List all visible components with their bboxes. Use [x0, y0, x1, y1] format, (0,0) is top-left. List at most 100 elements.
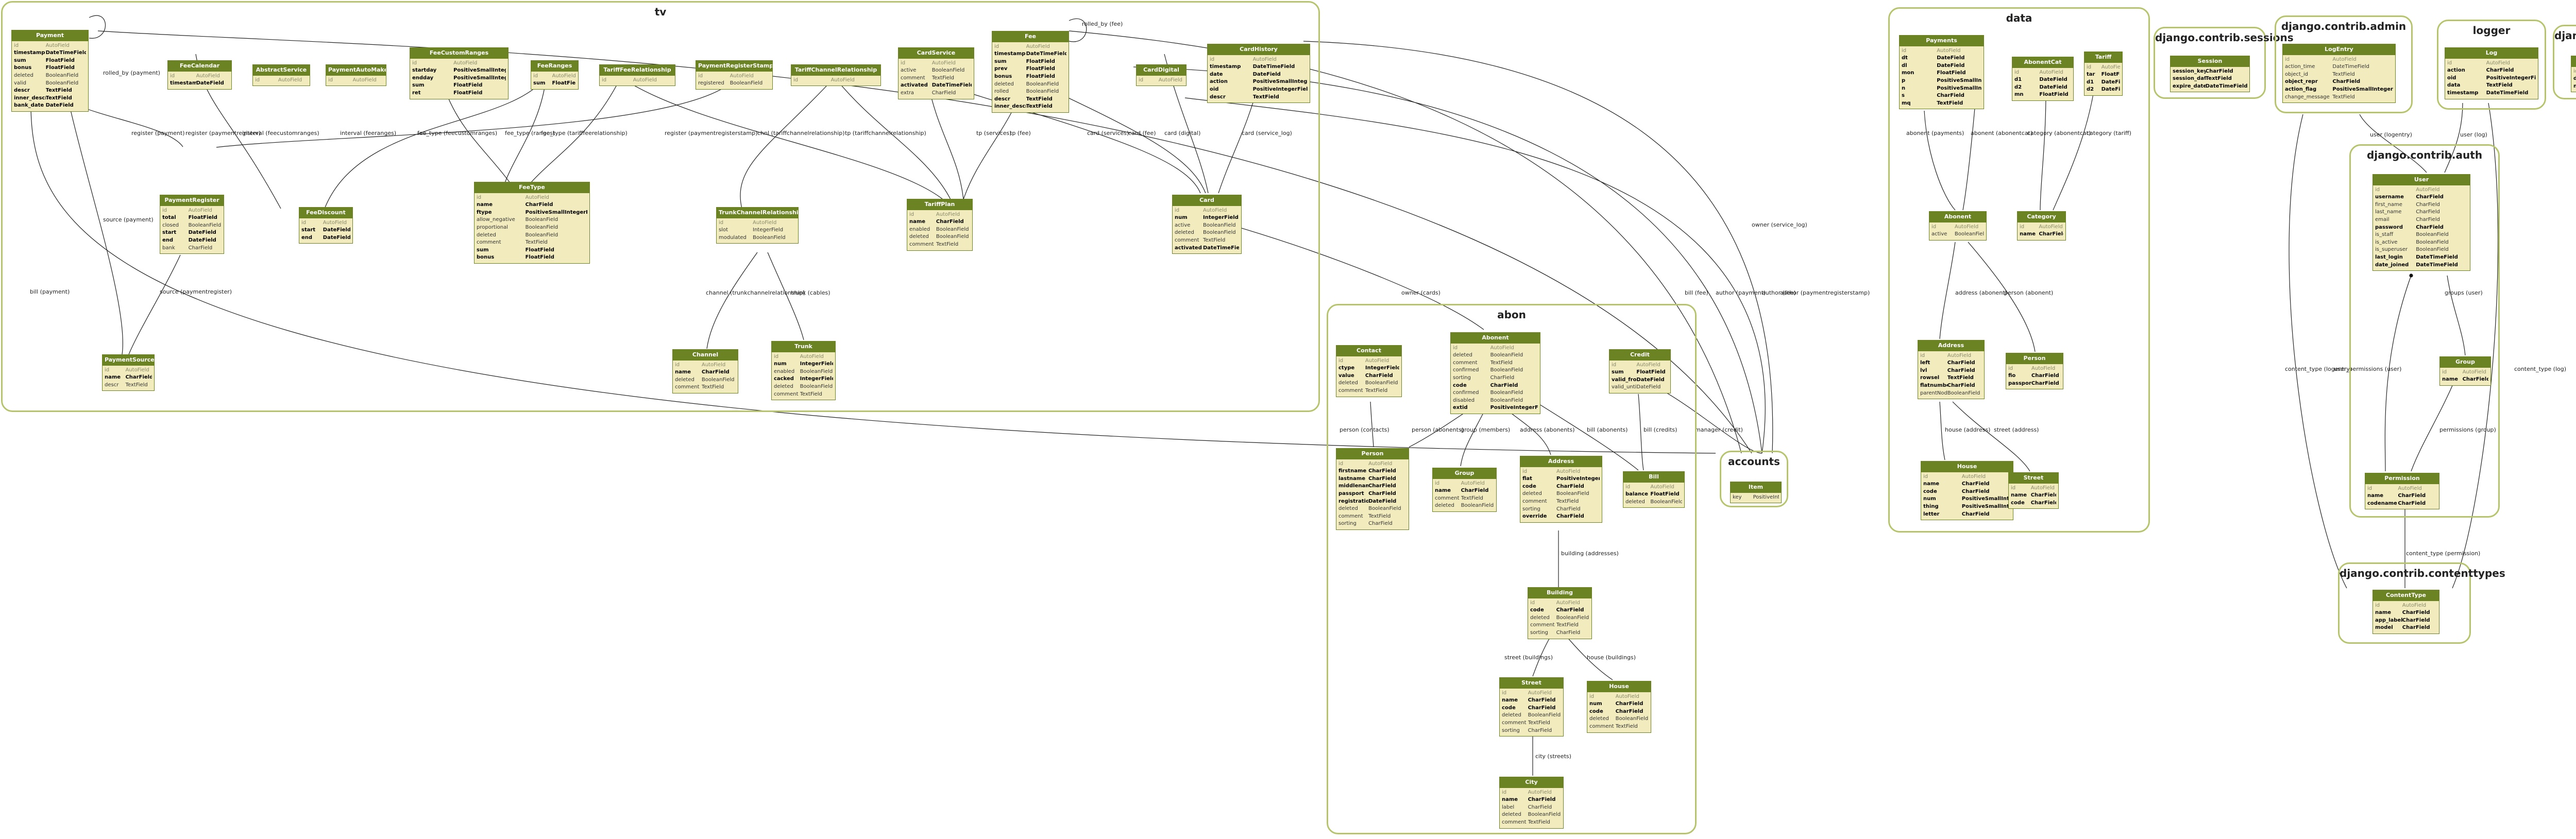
field-type: BooleanField — [1490, 397, 1523, 403]
field-type: AutoField — [1528, 789, 1552, 795]
field-name: modulated — [719, 234, 747, 241]
edge-label: bill (fee) — [1685, 289, 1708, 296]
field-type: FloatField — [188, 215, 217, 221]
field-type: CharField — [188, 245, 213, 251]
field-type: DateField — [1937, 62, 1965, 69]
field-name: sum — [412, 82, 425, 89]
field-type: AutoField — [1961, 473, 1986, 480]
field-name: id — [1902, 47, 1907, 54]
field-name: active — [901, 67, 917, 74]
model-title: Person — [2006, 353, 2063, 364]
field-type: BooleanField — [800, 383, 833, 389]
field-type: BooleanField — [525, 232, 558, 238]
field-name: descr — [14, 88, 30, 94]
field-name: comment — [675, 384, 700, 390]
field-name: num — [774, 361, 787, 367]
field-type: DateField — [1636, 384, 1661, 390]
field-type: BooleanField — [1461, 503, 1494, 509]
field-type: FloatField — [1026, 66, 1055, 72]
model-feeranges: FeeRangesidAutoFieldsumFloatField — [531, 60, 579, 90]
cluster-tv: tv — [1, 1, 1320, 412]
field-type: CharField — [2416, 224, 2444, 230]
field-row: actionPositiveSmallIntegerField — [1210, 78, 1308, 86]
field-name: id — [328, 77, 333, 83]
field-list: idAutoFieldsumFloatFieldvalid_fromDateFi… — [1609, 361, 1670, 393]
field-type: FloatField — [453, 90, 483, 96]
field-row: ftypePositiveSmallIntegerField — [477, 209, 587, 217]
field-name: id — [2367, 485, 2372, 491]
field-type: CharField — [2402, 625, 2430, 631]
field-type: BooleanField — [1203, 230, 1236, 236]
field-name: parentNode — [1920, 390, 1947, 396]
field-name: code — [1589, 708, 1603, 714]
field-name: comment — [477, 239, 501, 246]
field-type: AutoField — [352, 77, 377, 83]
field-type: CharField — [2031, 373, 2059, 379]
field-type: TextField — [1026, 104, 1053, 110]
field-name: object_repr — [2285, 79, 2318, 85]
field-name: name — [477, 202, 493, 208]
model-item: ItemkeyPositiveIntegerField — [1730, 482, 1782, 504]
field-name: passport — [1338, 490, 1364, 496]
field-type: CharField — [1528, 697, 1556, 704]
model-title: Site — [2571, 56, 2576, 67]
field-name: id — [774, 353, 779, 359]
field-type: TextField — [1365, 387, 1388, 393]
field-type: AutoField — [45, 42, 70, 48]
field-type: FloatField — [1026, 73, 1055, 79]
field-type: CharField — [1947, 367, 1975, 373]
field-type: BooleanField — [1490, 367, 1523, 373]
field-type: DateTimeField — [2205, 83, 2247, 89]
model-title: TariffPlan — [907, 199, 972, 210]
field-name: extra — [901, 90, 914, 96]
field-name: valid — [14, 80, 26, 86]
model-title: Abonent — [1451, 333, 1540, 344]
field-name: label — [1502, 804, 1515, 810]
model-title: City — [1500, 777, 1563, 788]
model-title: TariffChannelRelationship — [791, 65, 880, 76]
field-name: bank_date — [14, 102, 44, 109]
field-type: AutoField — [1203, 207, 1227, 213]
field-name: sorting — [1338, 521, 1357, 527]
field-type: DateField — [2039, 77, 2067, 83]
field-name: id — [1435, 480, 1440, 486]
field-name: domain — [2573, 76, 2576, 82]
field-type: CharField — [931, 90, 956, 96]
field-name: id — [412, 60, 417, 66]
edge-label: content_type (logentry) — [2285, 366, 2352, 372]
